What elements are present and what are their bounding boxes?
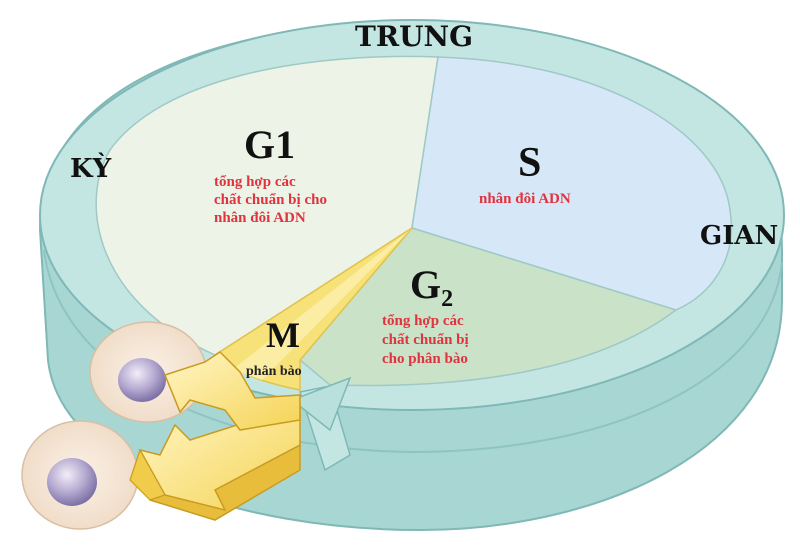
g2-sector xyxy=(298,227,678,387)
s-title: S xyxy=(518,140,541,186)
g1-sector xyxy=(95,55,439,356)
cell-icon xyxy=(21,420,139,530)
g1-title: G1 xyxy=(244,122,295,167)
ring-label-right: GIAN xyxy=(700,221,778,251)
g2-title: G₂ xyxy=(410,262,453,307)
m-sector-highlight xyxy=(232,228,412,380)
phase-sectors xyxy=(95,55,733,391)
g2-note-line-1: tổng hợp các xyxy=(382,313,464,329)
m-title: M xyxy=(266,315,300,355)
g1-note-line-2: chất chuẩn bị cho xyxy=(214,192,327,208)
m-note-line-1: phân bào xyxy=(246,364,302,379)
s-note-line-1: nhân đôi ADN xyxy=(479,191,571,207)
s-sector xyxy=(411,56,733,311)
g1-note-line-3: nhân đôi ADN xyxy=(214,210,306,226)
division-arrow-icon xyxy=(129,351,301,521)
g2-note-line-2: chất chuẩn bị xyxy=(382,332,469,348)
ring-label-left: KỲ xyxy=(70,152,112,184)
nucleus-icon xyxy=(47,458,97,506)
ring-label-top: TRUNG xyxy=(355,20,473,53)
nucleus-icon xyxy=(118,358,166,402)
ring-arrowhead-icon xyxy=(290,376,352,432)
g1-note-line-1: tổng hợp các xyxy=(214,174,296,190)
g2-note-line-3: cho phân bào xyxy=(382,351,468,367)
